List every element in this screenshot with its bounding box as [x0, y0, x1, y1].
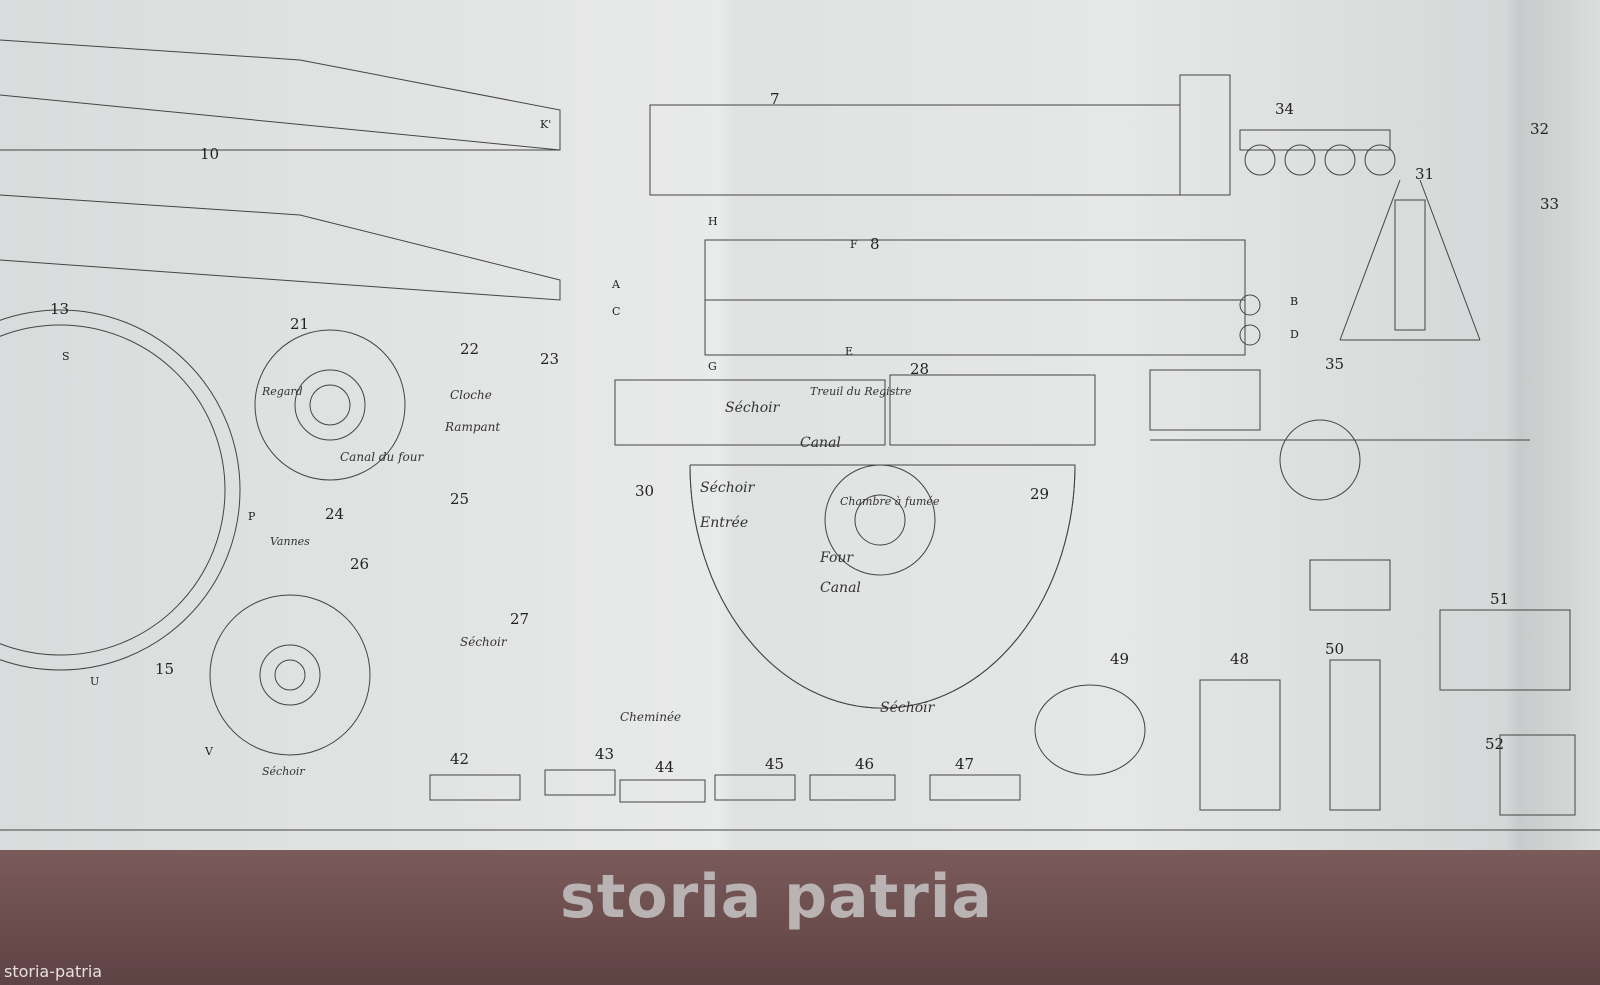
fig-23-number: 23 [540, 350, 560, 368]
fig-31-number: 31 [1415, 165, 1435, 183]
label-regard: Regard [262, 385, 303, 398]
letter-C: C [612, 305, 621, 318]
label-entree: Entrée [700, 515, 749, 531]
fig-28-elevation [614, 374, 1096, 446]
fig-29-number: 29 [1030, 485, 1050, 503]
watermark: storia patria [560, 862, 993, 932]
fig-31-press [1339, 179, 1481, 341]
label-canal-28: Canal [800, 435, 841, 451]
letter-D: D [1290, 328, 1299, 341]
label-sechoir-28: Séchoir [725, 400, 780, 416]
label-sechoir-27: Séchoir [460, 635, 507, 649]
label-sechoir: Séchoir [700, 480, 755, 496]
engraved-plate [0, 0, 1600, 850]
label-rampant: Rampant [445, 420, 501, 434]
fig-26-number: 26 [350, 555, 370, 573]
label-sechoir-26: Séchoir [262, 765, 305, 778]
fig-7-number: 7 [770, 90, 780, 108]
fig-13-circle [0, 309, 241, 671]
fig-10-number: 10 [200, 145, 220, 163]
fig-33-number: 33 [1540, 195, 1560, 213]
fig-27-number: 27 [510, 610, 530, 628]
fig-29-plan [689, 464, 1076, 709]
letter-F: F [850, 238, 858, 251]
fig-10-profile [0, 39, 561, 301]
label-vannes: Vannes [270, 535, 310, 548]
label-treuil: Treuil du Registre [810, 385, 912, 398]
fig-35-number: 35 [1325, 355, 1345, 373]
fig-49-number: 49 [1110, 650, 1130, 668]
label-chambre: Chambre à fumée [840, 495, 940, 508]
fig-25-number: 25 [450, 490, 470, 508]
letter-U: U [90, 675, 100, 688]
letter-K: K' [540, 118, 552, 131]
fig-47-number: 47 [955, 755, 975, 773]
fig-24-number: 24 [325, 505, 345, 523]
fig-26-kiln [209, 594, 371, 756]
fig-46-number: 46 [855, 755, 875, 773]
fig-48-number: 48 [1230, 650, 1250, 668]
letter-V: V [205, 745, 213, 758]
letter-P: P [248, 510, 256, 523]
fig-7-elevation [649, 74, 1231, 196]
fig-15-number: 15 [155, 660, 175, 678]
fig-44-number: 44 [655, 758, 675, 776]
letter-G: G [708, 360, 717, 373]
fig-45-number: 45 [765, 755, 785, 773]
fig-50-number: 50 [1325, 640, 1345, 658]
fig-21-kiln [254, 329, 406, 481]
fig-13-number: 13 [50, 300, 70, 318]
label-canal-du-four: Canal du four [340, 450, 424, 464]
fig-8-plan [704, 239, 1261, 356]
letter-E: E [845, 345, 854, 358]
label-cloche: Cloche [450, 388, 492, 402]
fig-51-number: 51 [1490, 590, 1510, 608]
fig-30-number: 30 [635, 482, 655, 500]
letter-S: S [62, 350, 70, 363]
fig-32-number: 32 [1530, 120, 1550, 138]
background-cloth [0, 850, 1600, 985]
fig-8-number: 8 [870, 235, 880, 253]
engraving-drawings [0, 39, 1600, 831]
fig-35-machine [1149, 369, 1530, 501]
label-sechoir-29: Séchoir [880, 700, 935, 716]
figs-48-52 [1034, 559, 1576, 816]
letter-H: H [708, 215, 718, 228]
letter-A: A [612, 278, 620, 291]
fig-22-number: 22 [460, 340, 480, 358]
letter-B: B [1290, 295, 1299, 308]
fig-34-cart [1239, 129, 1396, 176]
corner-watermark: storia-patria [4, 962, 103, 981]
fig-21-number: 21 [290, 315, 310, 333]
fig-43-number: 43 [595, 745, 615, 763]
label-four: Four [820, 550, 854, 566]
label-cheminee: Cheminée [620, 710, 682, 724]
label-canal: Canal [820, 580, 861, 596]
bricks-42-47 [429, 769, 1021, 803]
fig-52-number: 52 [1485, 735, 1505, 753]
fig-28-number: 28 [910, 360, 930, 378]
fig-42-number: 42 [450, 750, 470, 768]
fig-34-number: 34 [1275, 100, 1295, 118]
